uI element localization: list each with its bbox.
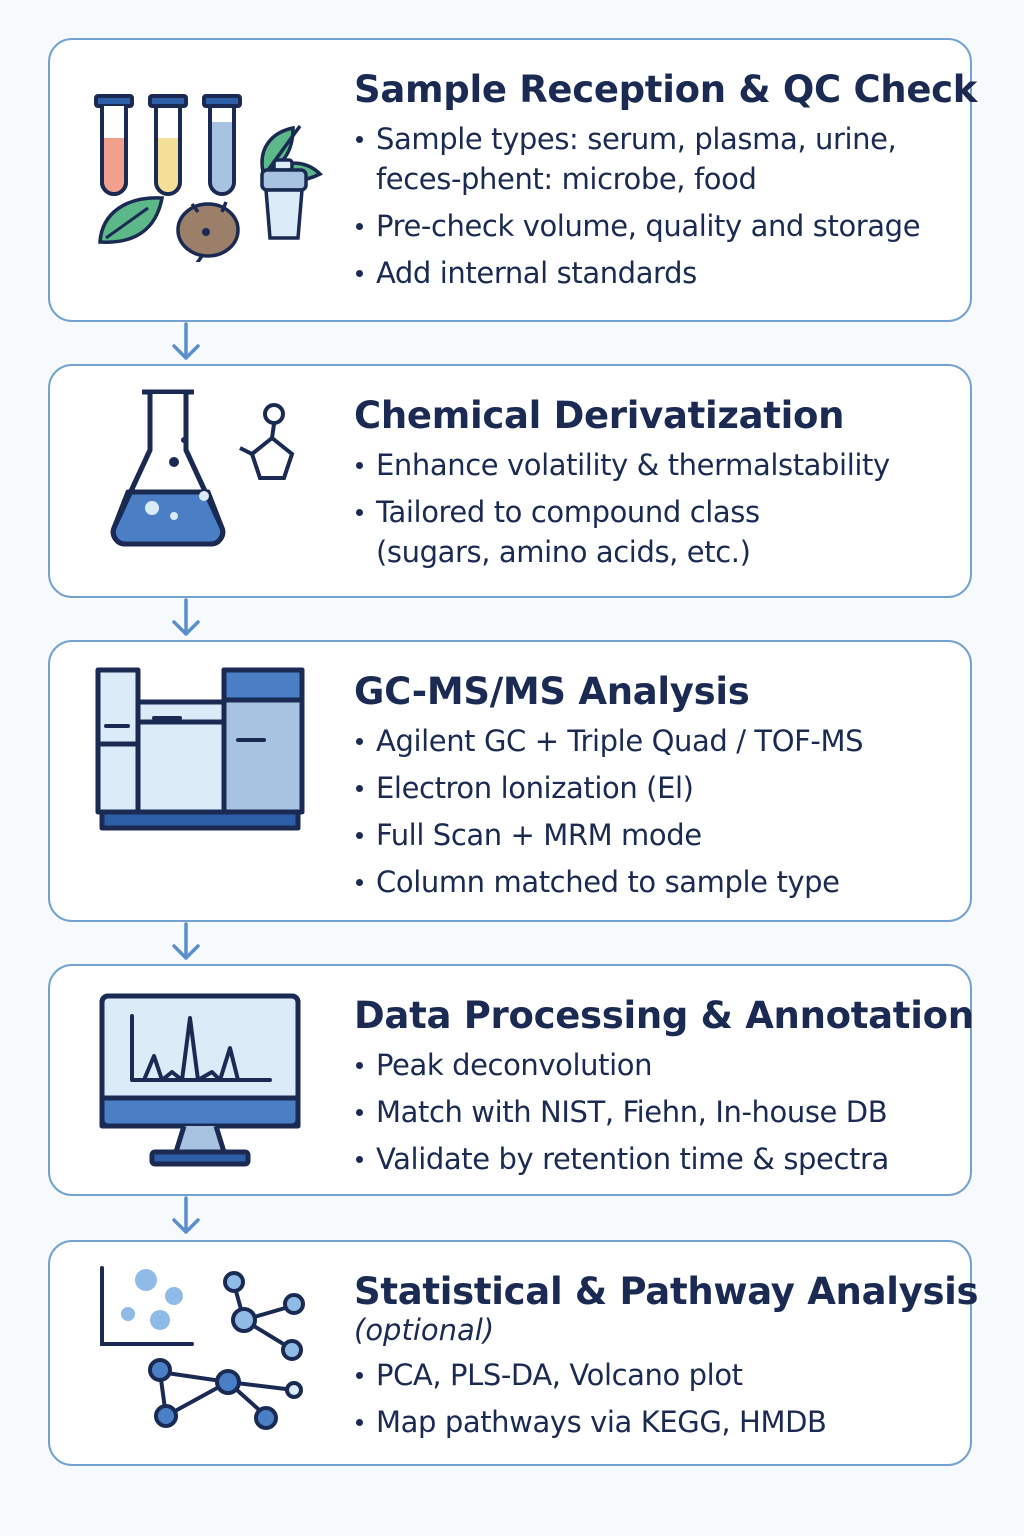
flask-icon [88,388,338,588]
bullet-text: Sample types: serum, plasma, urine, [376,122,897,156]
down-arrow-icon [168,322,204,364]
step-title: Chemical Derivatization [354,394,845,437]
down-arrow-icon [168,598,204,640]
bullet-list: Agilent GC + Triple Quad / TOF-MS Electr… [354,721,950,902]
bullet-text: Full Scan + MRM mode [376,818,702,852]
sample-tubes-icon [88,62,338,272]
step-title: GC-MS/MS Analysis [354,670,750,713]
bullet-text: Validate by retention time & spectra [376,1142,889,1176]
step-title: Statistical & Pathway Analysis [354,1270,979,1313]
bullet-text: Column matched to sample type [376,865,840,899]
list-item: Column matched to sample type [354,862,950,902]
gc-ms-instrument-icon [88,664,338,864]
list-item: Validate by retention time & spectra [354,1139,950,1179]
bullet-list: Peak deconvolution Match with NIST, Fieh… [354,1045,950,1179]
bullet-text: Electron lonization (El) [376,771,694,805]
bullet-text: Enhance volatility & thermalstability [376,448,890,482]
bullet-text-continued: feces-phent: microbe, food [376,162,757,196]
step-data-processing: Data Processing & Annotation Peak deconv… [48,964,974,1196]
step-sample-reception: Sample Reception & QC Check Sample types… [48,38,978,322]
bullet-text: Map pathways via KEGG, HMDB [376,1405,827,1439]
list-item: Tailored to compound class (sugars, amin… [354,492,950,572]
step-subtitle: (optional) [354,1313,495,1347]
bullet-text: Peak deconvolution [376,1048,653,1082]
bullet-list: Enhance volatility & thermalstability Ta… [354,445,950,572]
list-item: Map pathways via KEGG, HMDB [354,1402,950,1442]
bullet-list: PCA, PLS-DA, Volcano plot Map pathways v… [354,1355,950,1442]
step-gc-ms-analysis: GC-MS/MS Analysis Agilent GC + Triple Qu… [48,640,972,922]
bullet-text: PCA, PLS-DA, Volcano plot [376,1358,743,1392]
step-title: Sample Reception & QC Check [354,68,978,111]
bullet-text: Match with NIST, Fiehn, In-house DB [376,1095,888,1129]
list-item: Agilent GC + Triple Quad / TOF-MS [354,721,950,761]
bullet-text: Pre-check volume, quality and storage [376,209,921,243]
list-item: PCA, PLS-DA, Volcano plot [354,1355,950,1395]
step-title: Data Processing & Annotation [354,994,974,1037]
bullet-text: Agilent GC + Triple Quad / TOF-MS [376,724,864,758]
step-derivatization: Chemical Derivatization Enhance volatili… [48,364,972,598]
list-item: Add internal standards [354,253,950,293]
network-scatter-icon [88,1264,338,1464]
bullet-text: Add internal standards [376,256,697,290]
down-arrow-icon [168,1196,204,1238]
bullet-list: Sample types: serum, plasma, urine, fece… [354,119,950,293]
list-item: Electron lonization (El) [354,768,950,808]
monitor-chromatogram-icon [88,988,338,1188]
list-item: Enhance volatility & thermalstability [354,445,950,485]
list-item: Peak deconvolution [354,1045,950,1085]
list-item: Full Scan + MRM mode [354,815,950,855]
list-item: Sample types: serum, plasma, urine, fece… [354,119,950,199]
list-item: Pre-check volume, quality and storage [354,206,950,246]
step-statistical-analysis: Statistical & Pathway Analysis (optional… [48,1240,979,1466]
list-item: Match with NIST, Fiehn, In-house DB [354,1092,950,1132]
down-arrow-icon [168,922,204,964]
bullet-text-continued: (sugars, amino acids, etc.) [376,535,751,569]
bullet-text: Tailored to compound class [376,495,760,529]
